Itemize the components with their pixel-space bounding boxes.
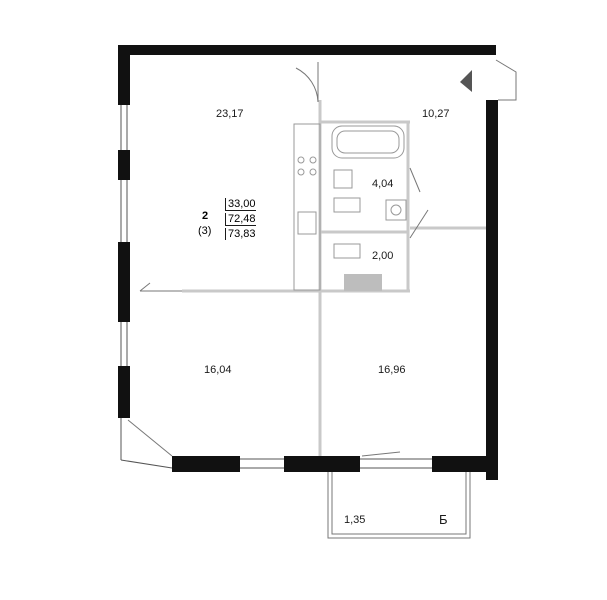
kitchen-counter [293,123,321,291]
washing-machine-icon [385,199,407,221]
area-bathroom: 4,04 [372,178,394,190]
area-wc: 2,00 [372,250,394,262]
apartment-summary: 2 (3) 33,00 72,48 73,83 [196,198,258,240]
area-room-se: 16,96 [378,364,406,376]
living-area: 33,00 [225,198,256,211]
balcony [327,472,471,539]
bathtub-icon [331,125,405,159]
rooms-count: 2 [202,210,209,222]
doors [127,59,517,457]
area-room-sw: 16,04 [204,364,232,376]
area-balcony: 1,35 [344,514,366,526]
exterior-walls [118,45,498,480]
area-kitchen-living: 23,17 [216,108,244,120]
shaft [344,274,382,291]
windows [120,105,432,469]
total-area: 72,48 [225,213,256,226]
sink-icon [333,169,353,189]
area-bedroom-ne: 10,27 [422,108,450,120]
toilet-icon [333,197,361,259]
total-area-with-balcony: 73,83 [225,228,256,240]
balcony-marker: Б [439,512,448,527]
rooms-count-alt: (3) [198,225,212,237]
north-arrow-icon [460,70,472,92]
